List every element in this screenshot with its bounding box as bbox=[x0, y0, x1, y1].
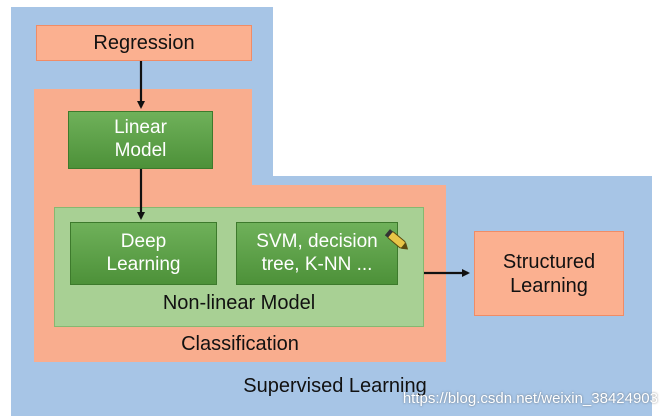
regression-label: Regression bbox=[93, 32, 195, 54]
regression-box: Regression bbox=[36, 25, 252, 61]
supervised-learning-label: Supervised Learning bbox=[243, 375, 427, 397]
classification-label: Classification bbox=[181, 333, 299, 355]
svm-label-line2: tree, K-NN ... bbox=[261, 253, 373, 275]
svm-decision-tree-knn-box: SVM, decision tree, K-NN ... bbox=[236, 222, 398, 285]
watermark-url: https://blog.csdn.net/weixin_38424903 bbox=[402, 390, 658, 407]
deep-learning-label-line2: Learning bbox=[106, 253, 181, 275]
nonlinear-model-label: Non-linear Model bbox=[162, 292, 316, 314]
structured-learning-box: Structured Learning bbox=[474, 231, 624, 316]
linear-model-label-line2: Model bbox=[114, 140, 167, 161]
svm-label-line1: SVM, decision bbox=[256, 230, 378, 252]
deep-learning-box: Deep Learning bbox=[70, 222, 217, 285]
deep-learning-label-line1: Deep bbox=[120, 230, 167, 252]
structured-learning-label-line2: Learning bbox=[510, 274, 588, 297]
linear-model-label-line1: Linear bbox=[114, 117, 167, 139]
linear-model-box: Linear Model bbox=[68, 111, 213, 169]
structured-learning-label-line1: Structured bbox=[502, 250, 596, 273]
